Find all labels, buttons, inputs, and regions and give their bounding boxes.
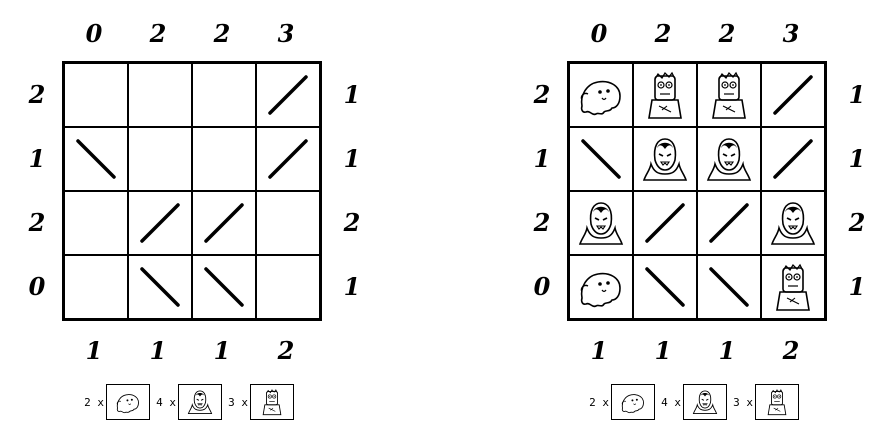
legend-count: 3 x xyxy=(228,395,248,409)
grid-cell-empty[interactable] xyxy=(192,63,256,127)
mirror-backslash[interactable] xyxy=(64,127,128,191)
grid-cell-empty[interactable] xyxy=(192,127,256,191)
grid-cell-empty[interactable] xyxy=(64,191,128,255)
puzzle-grid xyxy=(62,61,322,321)
left-clue: 1 xyxy=(533,144,551,173)
top-clue: 3 xyxy=(782,19,800,48)
ghost-icon[interactable] xyxy=(569,63,633,127)
mirror-slash[interactable] xyxy=(256,127,320,191)
legend-count: 2 x xyxy=(589,395,609,409)
grid-cell-empty[interactable] xyxy=(256,191,320,255)
zombie-icon[interactable] xyxy=(761,255,825,319)
right-clue: 1 xyxy=(343,272,361,301)
bottom-clue: 1 xyxy=(213,336,231,365)
mirror-slash[interactable] xyxy=(633,191,697,255)
grid-cell-empty[interactable] xyxy=(64,255,128,319)
right-clue: 1 xyxy=(848,80,866,109)
vampire-icon[interactable] xyxy=(761,191,825,255)
left-clue: 1 xyxy=(28,144,46,173)
right-clue: 2 xyxy=(343,208,361,237)
vampire-icon[interactable] xyxy=(569,191,633,255)
mirror-backslash[interactable] xyxy=(697,255,761,319)
zombie-icon xyxy=(755,384,799,420)
ghost-icon xyxy=(106,384,150,420)
right-clue: 1 xyxy=(343,144,361,173)
top-clue: 2 xyxy=(654,19,672,48)
zombie-icon xyxy=(250,384,294,420)
mirror-slash[interactable] xyxy=(761,127,825,191)
bottom-clue: 1 xyxy=(718,336,736,365)
left-clue: 0 xyxy=(28,272,46,301)
ghost-icon[interactable] xyxy=(569,255,633,319)
grid-cell-empty[interactable] xyxy=(128,63,192,127)
mirror-slash[interactable] xyxy=(697,191,761,255)
left-clue: 2 xyxy=(28,208,46,237)
bottom-clue: 1 xyxy=(654,336,672,365)
bottom-clue: 1 xyxy=(590,336,608,365)
legend-count: 4 x xyxy=(156,395,176,409)
zombie-icon[interactable] xyxy=(633,63,697,127)
grid-cell-empty[interactable] xyxy=(128,127,192,191)
monster-legend: 2 x 4 x 3 x xyxy=(82,384,294,420)
puzzle-grid xyxy=(567,61,827,321)
mirror-backslash[interactable] xyxy=(192,255,256,319)
mirror-slash[interactable] xyxy=(192,191,256,255)
left-clue: 2 xyxy=(28,80,46,109)
right-clue: 1 xyxy=(848,144,866,173)
left-clue: 2 xyxy=(533,208,551,237)
top-clue: 2 xyxy=(149,19,167,48)
mirror-slash[interactable] xyxy=(256,63,320,127)
top-clue: 2 xyxy=(213,19,231,48)
top-clue: 0 xyxy=(590,19,608,48)
top-clue: 3 xyxy=(277,19,295,48)
vampire-icon[interactable] xyxy=(633,127,697,191)
grid-cell-empty[interactable] xyxy=(256,255,320,319)
bottom-clue: 2 xyxy=(277,336,295,365)
left-clue: 2 xyxy=(533,80,551,109)
mirror-backslash[interactable] xyxy=(128,255,192,319)
vampire-icon xyxy=(683,384,727,420)
top-clue: 2 xyxy=(718,19,736,48)
monster-legend: 2 x 4 x 3 x xyxy=(587,384,799,420)
grid-cell-empty[interactable] xyxy=(64,63,128,127)
puzzle-solved: 0 2 2 3 2 1 2 0 1 1 2 1 1 1 1 2 2 x 4 x … xyxy=(527,0,888,429)
left-clue: 0 xyxy=(533,272,551,301)
mirror-slash[interactable] xyxy=(128,191,192,255)
puzzle-unsolved: 0 2 2 3 2 1 2 0 1 1 2 1 1 1 1 2 2 x 4 x … xyxy=(22,0,402,429)
legend-count: 3 x xyxy=(733,395,753,409)
mirror-backslash[interactable] xyxy=(633,255,697,319)
right-clue: 1 xyxy=(848,272,866,301)
bottom-clue: 1 xyxy=(149,336,167,365)
bottom-clue: 1 xyxy=(85,336,103,365)
mirror-slash[interactable] xyxy=(761,63,825,127)
vampire-icon xyxy=(178,384,222,420)
legend-count: 2 x xyxy=(84,395,104,409)
zombie-icon[interactable] xyxy=(697,63,761,127)
mirror-backslash[interactable] xyxy=(569,127,633,191)
right-clue: 2 xyxy=(848,208,866,237)
right-clue: 1 xyxy=(343,80,361,109)
top-clue: 0 xyxy=(85,19,103,48)
vampire-icon[interactable] xyxy=(697,127,761,191)
legend-count: 4 x xyxy=(661,395,681,409)
bottom-clue: 2 xyxy=(782,336,800,365)
ghost-icon xyxy=(611,384,655,420)
